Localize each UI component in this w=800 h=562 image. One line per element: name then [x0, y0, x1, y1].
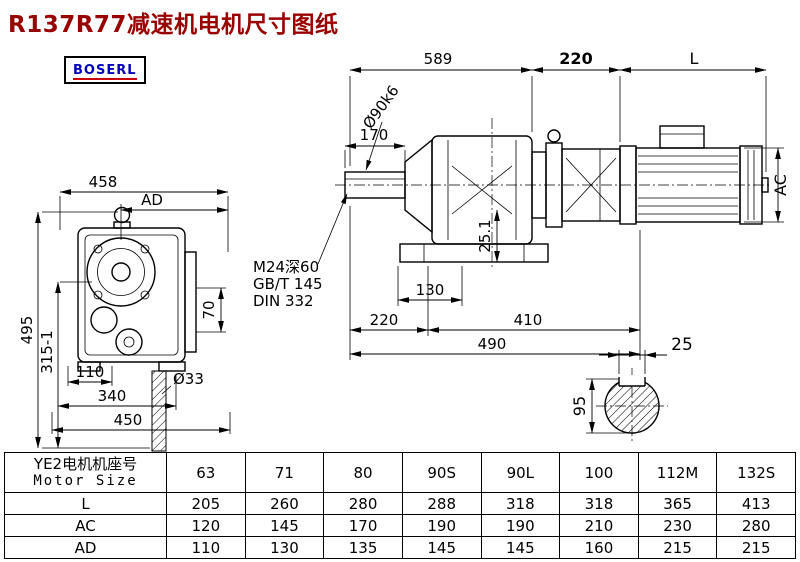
cell-AD-5: 160 [559, 536, 639, 559]
dim-95: 95 [570, 396, 589, 416]
cell-L-3: 288 [401, 492, 482, 515]
cell-L-4: 318 [480, 492, 561, 515]
dim-70: 70 [200, 300, 218, 319]
cell-AD-6: 215 [637, 536, 718, 559]
size-col-90L: 90L [480, 452, 561, 493]
foot-left [77, 361, 101, 372]
motor-dimension-table: YE2电机机座号 Motor Size 63 71 80 90S 90L 100… [4, 452, 796, 559]
table-row-AC: AC 120 145 170 190 190 210 230 280 [4, 514, 796, 537]
note-gbt: GB/T 145 [253, 275, 323, 293]
dim-130: 130 [416, 281, 445, 299]
housing-bell [404, 138, 433, 234]
foot-right [158, 361, 186, 372]
cell-AD-0: 110 [166, 536, 246, 559]
dim-AC: AC [771, 174, 790, 196]
mounting-stud [151, 370, 167, 452]
size-col-132S: 132S [716, 452, 796, 493]
motor-size-header-cn: YE2电机机座号 [33, 455, 138, 473]
size-col-63: 63 [166, 452, 246, 493]
cell-AC-4: 190 [480, 514, 561, 537]
dim-25-1: 25.1 [476, 219, 494, 252]
row-label-AC: AC [4, 514, 167, 537]
size-col-80: 80 [323, 452, 403, 493]
note-din: DIN 332 [253, 292, 314, 310]
dim-340: 340 [98, 387, 127, 405]
side-view: 589 220 L AC Ø90k6 170 25.1 [253, 49, 790, 360]
cell-L-1: 260 [244, 492, 325, 515]
dim-490: 490 [478, 335, 507, 353]
rear-shaft-stub [761, 177, 769, 193]
side-cover [184, 251, 197, 353]
size-col-71: 71 [244, 452, 325, 493]
cell-AC-3: 190 [401, 514, 482, 537]
dim-410: 410 [514, 311, 543, 329]
mounting-base [399, 243, 549, 263]
cell-AD-2: 135 [323, 536, 403, 559]
shaft-section-circle [604, 378, 660, 434]
cell-L-0: 205 [166, 492, 246, 515]
brand-logo: BOSERL [64, 56, 146, 84]
size-col-90S: 90S [401, 452, 482, 493]
dim-AD: AD [141, 191, 163, 209]
front-view: 458 AD 495 315-1 110 340 [18, 173, 231, 452]
table-header-row: YE2电机机座号 Motor Size 63 71 80 90S 90L 100… [4, 452, 796, 493]
shaft-cross-section: 25 95 [570, 335, 693, 444]
cell-AD-7: 215 [716, 536, 796, 559]
terminal-box [659, 125, 705, 149]
motor-size-header-en: Motor Size [33, 473, 138, 489]
dim-589: 589 [424, 50, 453, 68]
row-label-L: L [4, 492, 167, 515]
dim-315: 315-1 [38, 330, 56, 374]
cell-AC-2: 170 [323, 514, 403, 537]
dim-458: 458 [89, 173, 118, 191]
motor-size-header: YE2电机机座号 Motor Size [4, 452, 167, 493]
row-label-AD: AD [4, 536, 167, 559]
cell-AC-1: 145 [244, 514, 325, 537]
note-m24: M24深60 [253, 258, 319, 276]
cell-L-7: 413 [716, 492, 796, 515]
technical-drawing: 458 AD 495 315-1 110 340 [18, 49, 790, 452]
cell-AC-6: 230 [637, 514, 718, 537]
table-row-AD: AD 110 130 135 145 145 160 215 215 [4, 536, 796, 559]
cell-AD-4: 145 [480, 536, 561, 559]
dim-170: 170 [360, 126, 389, 144]
cell-AC-5: 210 [559, 514, 639, 537]
brand-logo-text: BOSERL [73, 63, 137, 80]
size-col-100: 100 [559, 452, 639, 493]
dim-d33: Ø33 [173, 370, 204, 388]
cell-AD-1: 130 [244, 536, 325, 559]
dim-L: L [690, 49, 699, 68]
cell-L-6: 365 [637, 492, 718, 515]
table-row-L: L 205 260 280 288 318 318 365 413 [4, 492, 796, 515]
cell-AC-0: 120 [166, 514, 246, 537]
dim-25: 25 [671, 335, 693, 355]
cell-L-2: 280 [323, 492, 403, 515]
size-col-112M: 112M [637, 452, 718, 493]
cell-AC-7: 280 [716, 514, 796, 537]
dim-450: 450 [114, 411, 143, 429]
page-title: R137R77减速机电机尺寸图纸 [8, 12, 339, 38]
cell-AD-3: 145 [401, 536, 482, 559]
stage2-eyebolt-icon [547, 129, 561, 143]
dim-495: 495 [18, 316, 36, 345]
cell-L-5: 318 [559, 492, 639, 515]
dim-220-top: 220 [559, 49, 592, 68]
dim-110: 110 [76, 363, 105, 381]
dim-220-bottom: 220 [370, 311, 399, 329]
